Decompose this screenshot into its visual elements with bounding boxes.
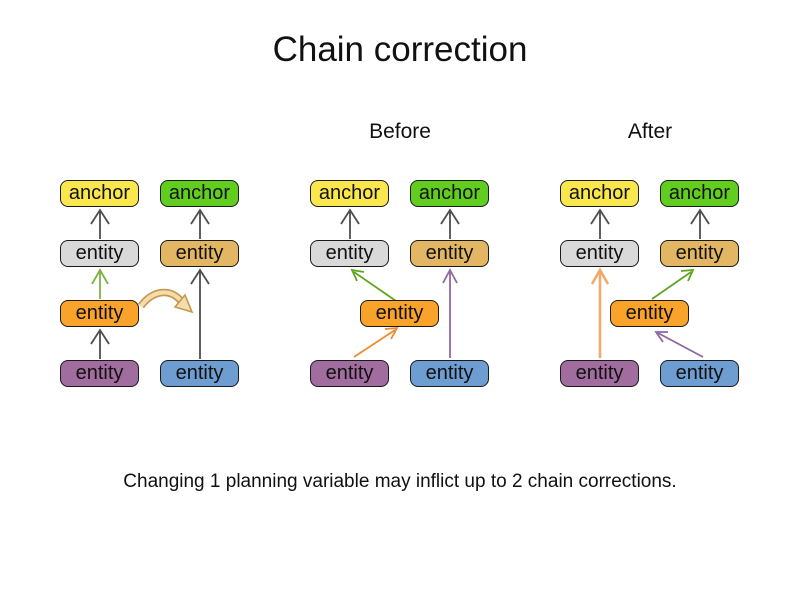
correction-arrow-purple-icon (442, 268, 458, 358)
entity-box-purple: entity (60, 360, 139, 387)
anchor-box-green: anchor (660, 180, 739, 207)
correction-arrow-orange-icon (590, 267, 610, 358)
entity-box-tan: entity (410, 240, 489, 267)
chain-arrow (590, 208, 710, 239)
correction-arrow-purple-icon (654, 331, 704, 358)
entity-box-blue: entity (660, 360, 739, 387)
diagram-title: Chain correction (272, 30, 528, 69)
label-before: Before (369, 120, 431, 143)
entity-box-gray: entity (560, 240, 639, 267)
anchor-box-yellow: anchor (60, 180, 139, 207)
entity-box-gray: entity (310, 240, 389, 267)
correction-arrow-green-icon (91, 268, 109, 299)
correction-arrow-green-icon (651, 268, 695, 300)
move-arrow-icon (138, 288, 194, 314)
entity-box-tan: entity (660, 240, 739, 267)
anchor-box-green: anchor (160, 180, 239, 207)
correction-arrow-green-icon (350, 268, 397, 302)
entity-box-gray: entity (60, 240, 139, 267)
entity-box-blue: entity (160, 360, 239, 387)
entity-box-tan: entity (160, 240, 239, 267)
entity-box-purple: entity (560, 360, 639, 387)
anchor-box-green: anchor (410, 180, 489, 207)
label-after: After (627, 120, 673, 143)
entity-box-purple: entity (310, 360, 389, 387)
anchor-box-yellow: anchor (560, 180, 639, 207)
anchor-box-yellow: anchor (310, 180, 389, 207)
chain-arrow (340, 208, 460, 239)
entity-box-orange: entity (610, 300, 689, 327)
entity-box-orange: entity (360, 300, 439, 327)
caption: Changing 1 planning variable may inflict… (123, 471, 677, 492)
correction-arrow-orange-icon (353, 326, 399, 358)
chain-arrow (90, 208, 210, 359)
entity-box-orange: entity (60, 300, 139, 327)
entity-box-blue: entity (410, 360, 489, 387)
